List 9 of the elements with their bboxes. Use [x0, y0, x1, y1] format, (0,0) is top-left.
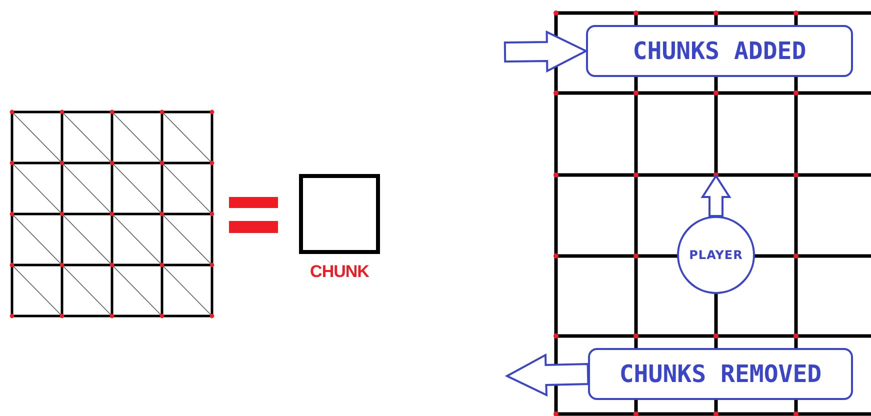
block-arrow	[504, 353, 590, 397]
block-arrow	[504, 30, 588, 73]
block-arrow	[700, 174, 732, 217]
label-box	[586, 25, 853, 77]
chunk-label: CHUNK	[309, 262, 370, 282]
box-label: CHUNKS REMOVED	[619, 360, 822, 388]
player-label: PLAYER	[689, 248, 743, 262]
label-box	[588, 348, 853, 400]
box-label: CHUNKS ADDED	[632, 37, 806, 65]
